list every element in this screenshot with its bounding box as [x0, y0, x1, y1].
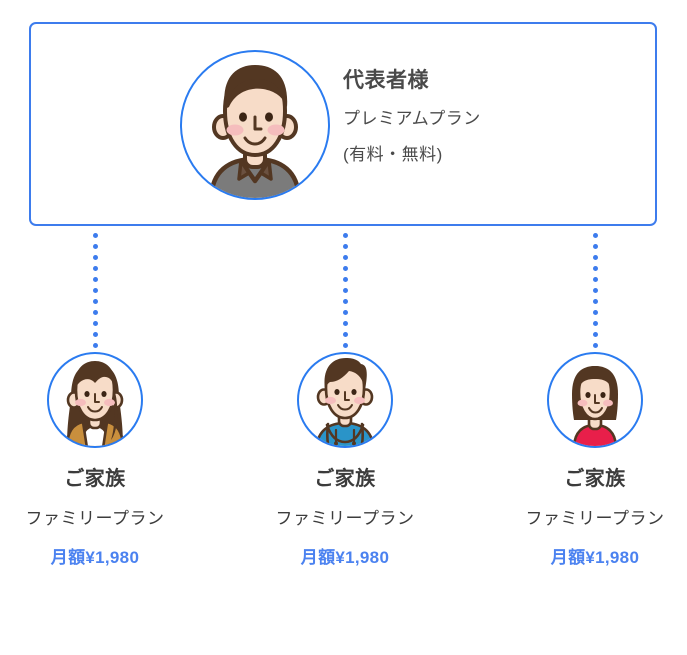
avatar-woman-long-hair-icon — [47, 352, 143, 448]
dotted-line-icon-center — [343, 233, 348, 351]
family-label: ご家族 — [64, 468, 126, 490]
connector-dot — [343, 266, 348, 271]
family-price: 月額¥1,980 — [300, 548, 390, 567]
connector-dot — [593, 310, 598, 315]
connector-dot — [93, 332, 98, 337]
connector-dot — [343, 255, 348, 260]
connector-dot — [593, 299, 598, 304]
family-plan: ファミリープラン — [275, 509, 415, 528]
connector-dot — [93, 266, 98, 271]
connector-dot — [593, 332, 598, 337]
connector-dot — [593, 244, 598, 249]
family-label: ご家族 — [564, 468, 626, 490]
connector-dot — [343, 321, 348, 326]
connector-dot — [93, 288, 98, 293]
avatar-adult-man-icon — [179, 49, 331, 201]
connector-dot — [593, 266, 598, 271]
connector-dot — [343, 310, 348, 315]
dotted-line-icon-right — [593, 233, 598, 351]
connector-dot — [93, 343, 98, 348]
representative-text-block: 代表者様 プレミアムプラン (有料・無料) — [343, 70, 633, 163]
connector-dot — [593, 255, 598, 260]
representative-card: 代表者様 プレミアムプラン (有料・無料) — [29, 22, 657, 226]
avatar-boy-hoodie-icon — [297, 352, 393, 448]
family-price: 月額¥1,980 — [50, 548, 140, 567]
family-label: ご家族 — [314, 468, 376, 490]
family-plan: ファミリープラン — [25, 509, 165, 528]
representative-plan: プレミアムプラン — [343, 109, 481, 128]
family-member-column-3: ご家族 ファミリープラン 月額¥1,980 — [500, 352, 687, 566]
connector-dot — [593, 233, 598, 238]
connector-dot — [343, 244, 348, 249]
connector-dot — [593, 277, 598, 282]
connector-dot — [93, 277, 98, 282]
representative-title: 代表者様 — [343, 69, 429, 92]
family-price: 月額¥1,980 — [550, 548, 640, 567]
connector-dot — [93, 321, 98, 326]
connector-dot — [343, 277, 348, 282]
family-member-column-2: ご家族 ファミリープラン 月額¥1,980 — [250, 352, 440, 566]
family-plan: ファミリープラン — [525, 509, 665, 528]
connector-dot — [343, 332, 348, 337]
connector-dot — [343, 233, 348, 238]
dotted-line-icon-left — [93, 233, 98, 351]
connector-dot — [93, 310, 98, 315]
representative-plan-note: (有料・無料) — [343, 145, 443, 164]
connector-dot — [93, 233, 98, 238]
avatar-girl-bob-icon — [547, 352, 643, 448]
connector-dot — [93, 299, 98, 304]
connector-dot — [593, 288, 598, 293]
connector-dot — [93, 255, 98, 260]
family-member-column-1: ご家族 ファミリープラン 月額¥1,980 — [0, 352, 190, 566]
connector-dot — [343, 343, 348, 348]
connector-dot — [593, 321, 598, 326]
connector-dot — [93, 244, 98, 249]
connector-dot — [343, 288, 348, 293]
connector-dot — [343, 299, 348, 304]
connector-dot — [593, 343, 598, 348]
